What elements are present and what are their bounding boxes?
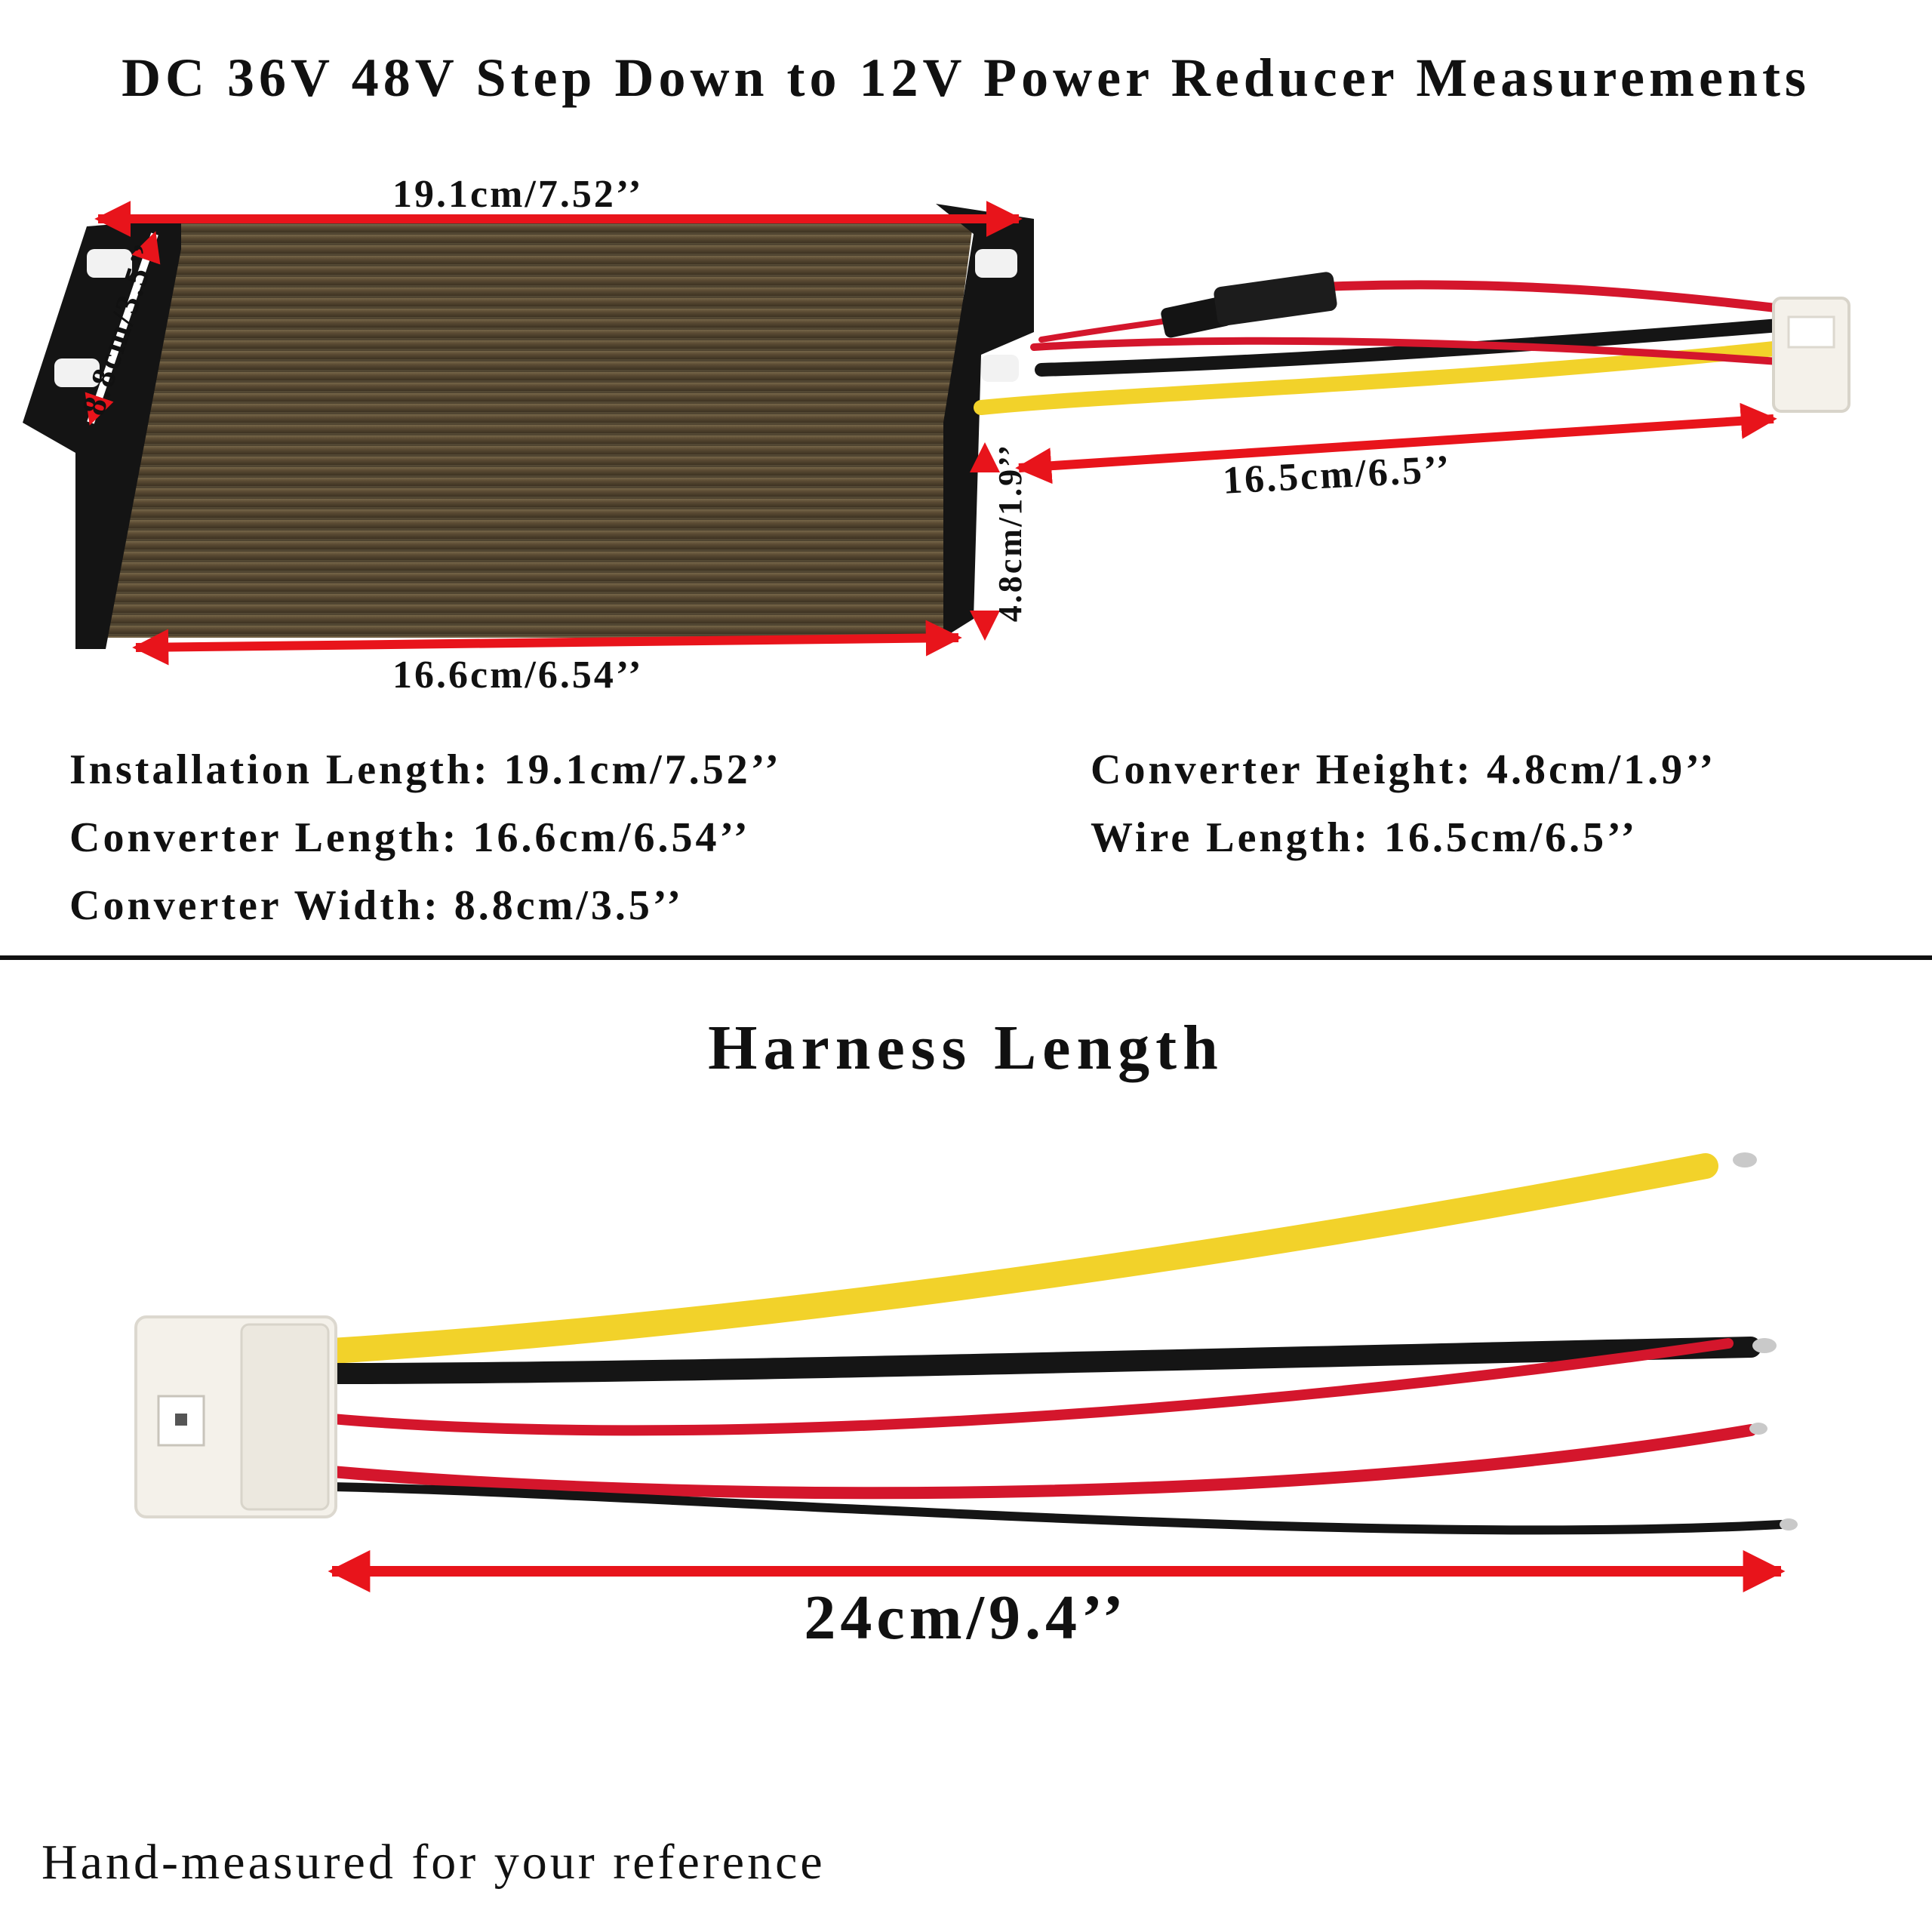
harness-length-label: 24cm/9.4’’	[804, 1583, 1128, 1653]
harness-wire-yellow	[319, 1153, 1718, 1364]
footnote: Hand-measured for your reference	[42, 1835, 826, 1890]
wire-length-arrow	[1015, 402, 1777, 485]
inline-fuse-holder	[1161, 272, 1337, 338]
converter-wire-red-thick	[1316, 280, 1793, 314]
dimension-arrows	[94, 201, 1777, 666]
spec-converter-length: Converter Length: 16.6cm/6.54’’	[69, 814, 751, 861]
harness-illustration	[134, 1152, 1798, 1592]
right-bracket-hole-bottom	[981, 355, 1019, 382]
converter-unit	[23, 204, 1034, 649]
harness-title: Harness Length	[708, 1013, 1224, 1083]
converter-connector	[1772, 297, 1850, 413]
section-divider	[0, 955, 1932, 960]
converter-top-face	[106, 219, 974, 453]
converter-length-arrow	[132, 620, 962, 666]
wire-stripped-tips	[1733, 1152, 1798, 1531]
spec-installation-length: Installation Length: 19.1cm/7.52’’	[69, 746, 782, 793]
right-bracket-hole-top	[975, 249, 1017, 278]
spec-converter-width: Converter Width: 8.8cm/3.5’’	[69, 882, 684, 929]
harness-wires	[319, 1153, 1786, 1535]
dimension-arrows-white	[85, 231, 1000, 641]
converter-height-label: 4.8cm/1.9’’	[992, 442, 1029, 623]
harness-wire-black-bottom	[328, 1482, 1786, 1535]
spec-converter-height: Converter Height: 4.8cm/1.9’’	[1091, 746, 1717, 793]
spec-wire-length: Wire Length: 16.5cm/6.5’’	[1091, 814, 1638, 861]
converter-wires	[974, 280, 1796, 415]
harness-connector	[134, 1315, 337, 1518]
page-title: DC 36V 48V Step Down to 12V Power Reduce…	[122, 48, 1810, 108]
converter-wire-yellow	[974, 340, 1796, 415]
harness-wire-red-bottom	[326, 1424, 1757, 1500]
right-mount-bracket	[936, 204, 1034, 638]
installation-length-label: 19.1cm/7.52’’	[392, 173, 644, 216]
converter-front-face	[106, 438, 943, 638]
converter-length-label: 16.6cm/6.54’’	[392, 654, 644, 697]
converter-wire-red	[1030, 337, 1792, 366]
harness-wire-black-top	[321, 1337, 1761, 1384]
converter-width-arrow	[85, 231, 161, 426]
converter-wire-black	[1035, 318, 1795, 377]
harness-wire-red-top	[327, 1338, 1734, 1436]
